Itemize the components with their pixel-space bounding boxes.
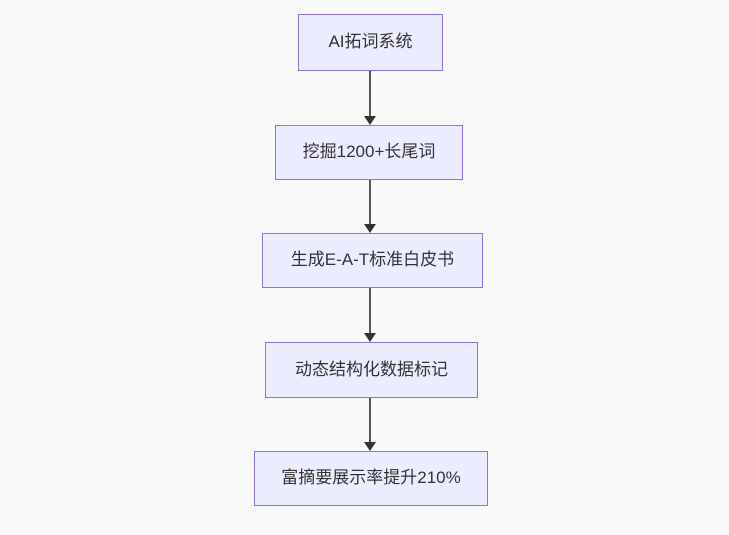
flow-node-label: 富摘要展示率提升210%	[281, 468, 461, 488]
flow-node-label: 挖掘1200+长尾词	[302, 142, 436, 162]
flow-node-ai-keyword-system: AI拓词系统	[298, 14, 443, 71]
arrow-connector-2	[364, 180, 376, 233]
flow-node-rich-snippet-uplift: 富摘要展示率提升210%	[254, 451, 488, 506]
arrow-line	[369, 398, 371, 442]
flow-node-mine-longtail-keywords: 挖掘1200+长尾词	[275, 125, 463, 180]
flow-node-label: 动态结构化数据标记	[295, 359, 448, 379]
flow-node-generate-eat-whitepaper: 生成E-A-T标准白皮书	[262, 233, 483, 288]
arrow-line	[369, 180, 371, 224]
arrow-connector-3	[364, 288, 376, 342]
arrow-down-icon	[364, 333, 376, 342]
arrow-line	[369, 288, 371, 333]
arrow-connector-1	[364, 71, 376, 125]
flow-node-dynamic-structured-data: 动态结构化数据标记	[265, 342, 478, 398]
arrow-line	[369, 71, 371, 116]
flow-node-label: AI拓词系统	[328, 32, 413, 52]
arrow-down-icon	[364, 442, 376, 451]
arrow-connector-4	[364, 398, 376, 451]
flow-node-label: 生成E-A-T标准白皮书	[290, 250, 455, 270]
arrow-down-icon	[364, 224, 376, 233]
arrow-down-icon	[364, 116, 376, 125]
